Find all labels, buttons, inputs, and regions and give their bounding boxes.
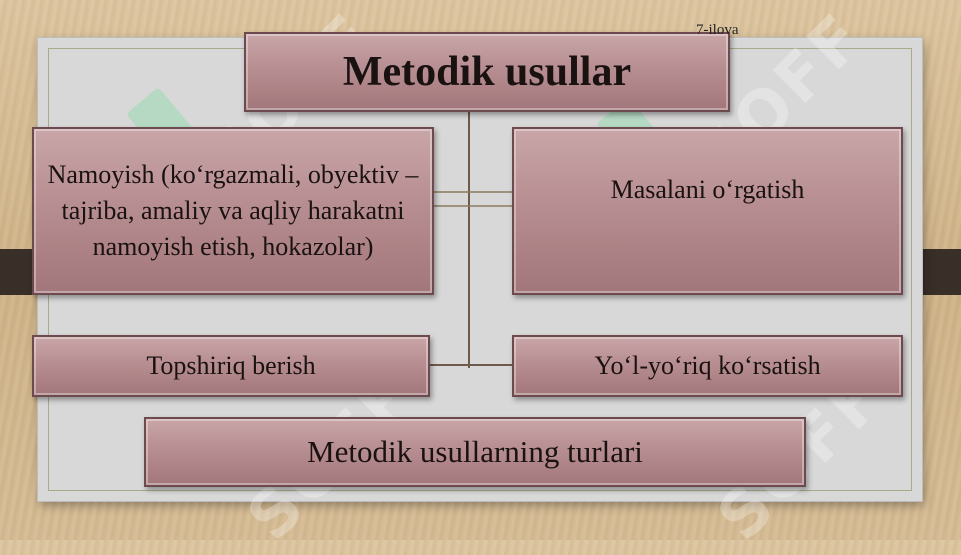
box-yol-yoriq: Yo‘l-yo‘riq ko‘rsatish [512,335,903,397]
box-topshiriq-berish-text: Topshiriq berish [146,351,316,380]
box-masalani-orgatish-text: Masalani o‘rgatish [610,175,805,204]
box-usullar-turlari-text: Metodik usullarning turlari [307,434,643,469]
box-yol-yoriq-text: Yo‘l-yo‘riq ko‘rsatish [594,351,821,380]
box-usullar-turlari: Metodik usullarning turlari [144,417,806,487]
box-topshiriq-berish: Topshiriq berish [32,335,430,397]
box-namoyish-text: Namoyish (ko‘rgazmali, obyektiv – tajrib… [47,160,419,261]
title-box: Metodik usullar [244,32,730,112]
box-masalani-orgatish: Masalani o‘rgatish [512,127,903,295]
title-text: Metodik usullar [342,49,632,95]
slide-note: 7-ilova [696,22,739,38]
box-namoyish: Namoyish (ko‘rgazmali, obyektiv – tajrib… [32,127,434,295]
connector-lines [430,106,512,368]
